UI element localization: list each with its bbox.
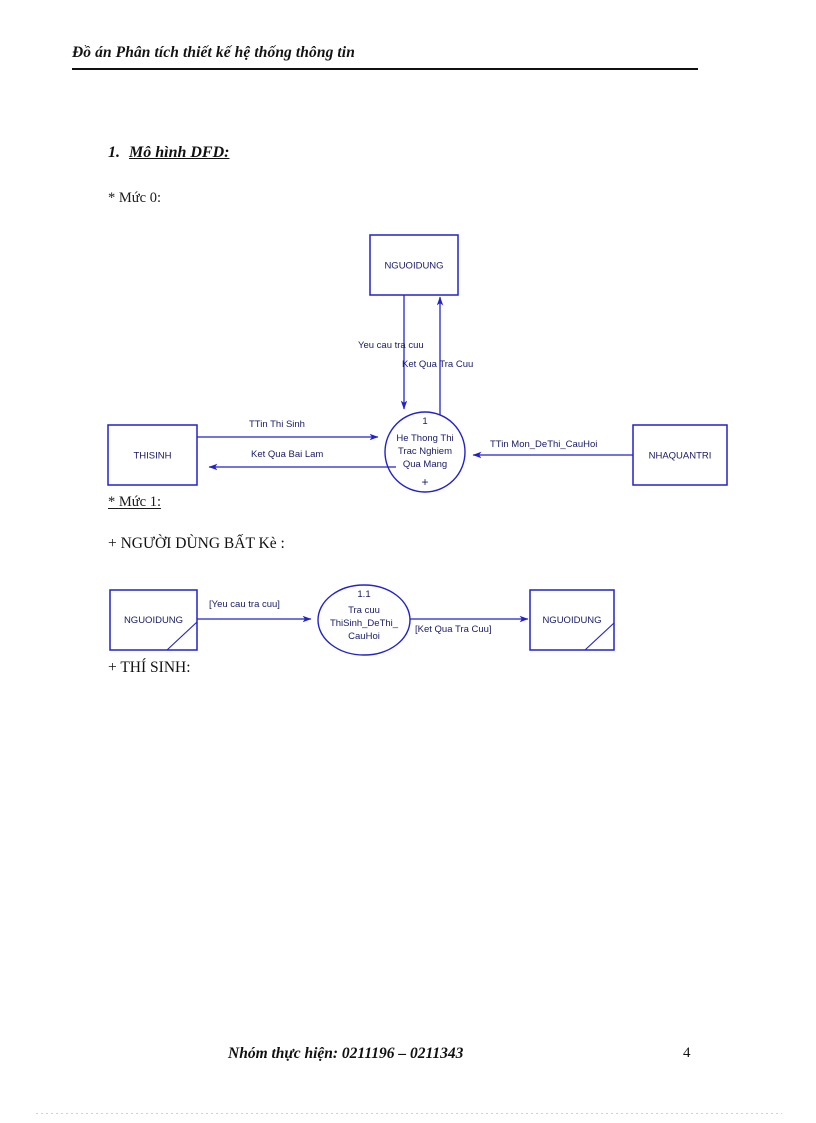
flow-label: Ket Qua Bai Lam	[251, 449, 323, 460]
footer-page-number: 4	[683, 1045, 691, 1061]
document-header: Đồ án Phân tích thiết kế hệ thống thông …	[72, 44, 698, 70]
entity-nhaquantri[interactable]: NHAQUANTRI	[632, 424, 728, 486]
subsection-nguoidung-label: + NGƯỜI DÙNG BẤT Kè :	[108, 535, 285, 552]
level1-label: * Mức 1:	[108, 494, 161, 510]
process-label-line3: Qua Mang	[403, 459, 447, 470]
section-number: 1.	[108, 144, 120, 161]
process-label-line2: ThiSinh_DeThi_	[330, 618, 399, 629]
flow-label: TTin Mon_DeThi_CauHoi	[490, 439, 597, 450]
entity-nguoidung-top[interactable]: NGUOIDUNG	[369, 234, 459, 296]
entity-label: NGUOIDUNG	[384, 261, 443, 272]
entity-nguoidung-right[interactable]: NGUOIDUNG	[529, 589, 615, 651]
flow-label: [Yeu cau tra cuu]	[209, 599, 280, 610]
flow-label: TTin Thi Sinh	[249, 419, 305, 430]
process-expand-marker: +	[421, 475, 428, 489]
process-label-line1: He Thong Thi	[396, 433, 453, 444]
footer-dotted-rule	[36, 1113, 782, 1114]
header-title: Đồ án Phân tích thiết kế hệ thống thông …	[72, 44, 355, 61]
flow-label: [Ket Qua Tra Cuu]	[415, 624, 492, 635]
duplicate-corner-marker	[166, 621, 198, 651]
flow-label: Yeu cau tra cuu	[358, 340, 424, 351]
flow-yeu-cau-tra-cuu-level1[interactable]: [Yeu cau tra cuu]	[197, 599, 312, 623]
dfd-level0: NGUOIDUNG Yeu cau tra cuu Ket Qua Tra Cu…	[107, 234, 728, 493]
page-title: 1. Mô hình DFD:	[108, 144, 229, 162]
process-number: 1	[422, 416, 427, 427]
flow-ket-qua-tra-cuu-level1[interactable]: [Ket Qua Tra Cuu]	[410, 615, 529, 635]
entity-label: NGUOIDUNG	[124, 615, 183, 626]
footer-authors: Nhóm thực hiện: 0211196 – 0211343	[228, 1045, 464, 1062]
entity-nguoidung-left[interactable]: NGUOIDUNG	[109, 589, 198, 651]
header-rule	[72, 68, 698, 70]
process-label-line3: CauHoi	[348, 631, 380, 642]
entity-label: THISINH	[134, 451, 172, 462]
entity-label: NGUOIDUNG	[542, 615, 601, 626]
process-label-line2: Trac Nghiem	[398, 446, 452, 457]
dfd-level1: NGUOIDUNG [Yeu cau tra cuu] 1.1 Tra cuu …	[109, 584, 615, 656]
flow-label: Ket Qua Tra Cuu	[402, 359, 473, 370]
entity-thisinh[interactable]: THISINH	[107, 424, 198, 486]
process-label-line1: Tra cuu	[348, 605, 380, 616]
flow-ket-qua-bai-lam[interactable]: Ket Qua Bai Lam	[208, 449, 396, 471]
process-tra-cuu-thisinh-dethi-cauhoi[interactable]: 1.1 Tra cuu ThiSinh_DeThi_ CauHoi	[317, 584, 411, 656]
flow-ket-qua-tra-cuu[interactable]: Ket Qua Tra Cuu	[402, 296, 473, 415]
flow-ttin-mon-dethi-cauhoi[interactable]: TTin Mon_DeThi_CauHoi	[472, 439, 633, 459]
duplicate-corner-marker	[584, 622, 615, 651]
flow-ttin-thi-sinh[interactable]: TTin Thi Sinh	[197, 419, 379, 441]
process-number: 1.1	[357, 589, 370, 600]
level0-label: * Mức 0:	[108, 190, 161, 206]
process-he-thong-thi-trac-nghiem[interactable]: 1 He Thong Thi Trac Nghiem Qua Mang +	[384, 411, 466, 493]
section-title: Mô hình DFD:	[129, 144, 230, 161]
flow-yeu-cau-tra-cuu[interactable]: Yeu cau tra cuu	[358, 295, 424, 410]
subsection-thisinh-label: + THÍ SINH:	[108, 659, 191, 676]
entity-label: NHAQUANTRI	[649, 451, 712, 462]
